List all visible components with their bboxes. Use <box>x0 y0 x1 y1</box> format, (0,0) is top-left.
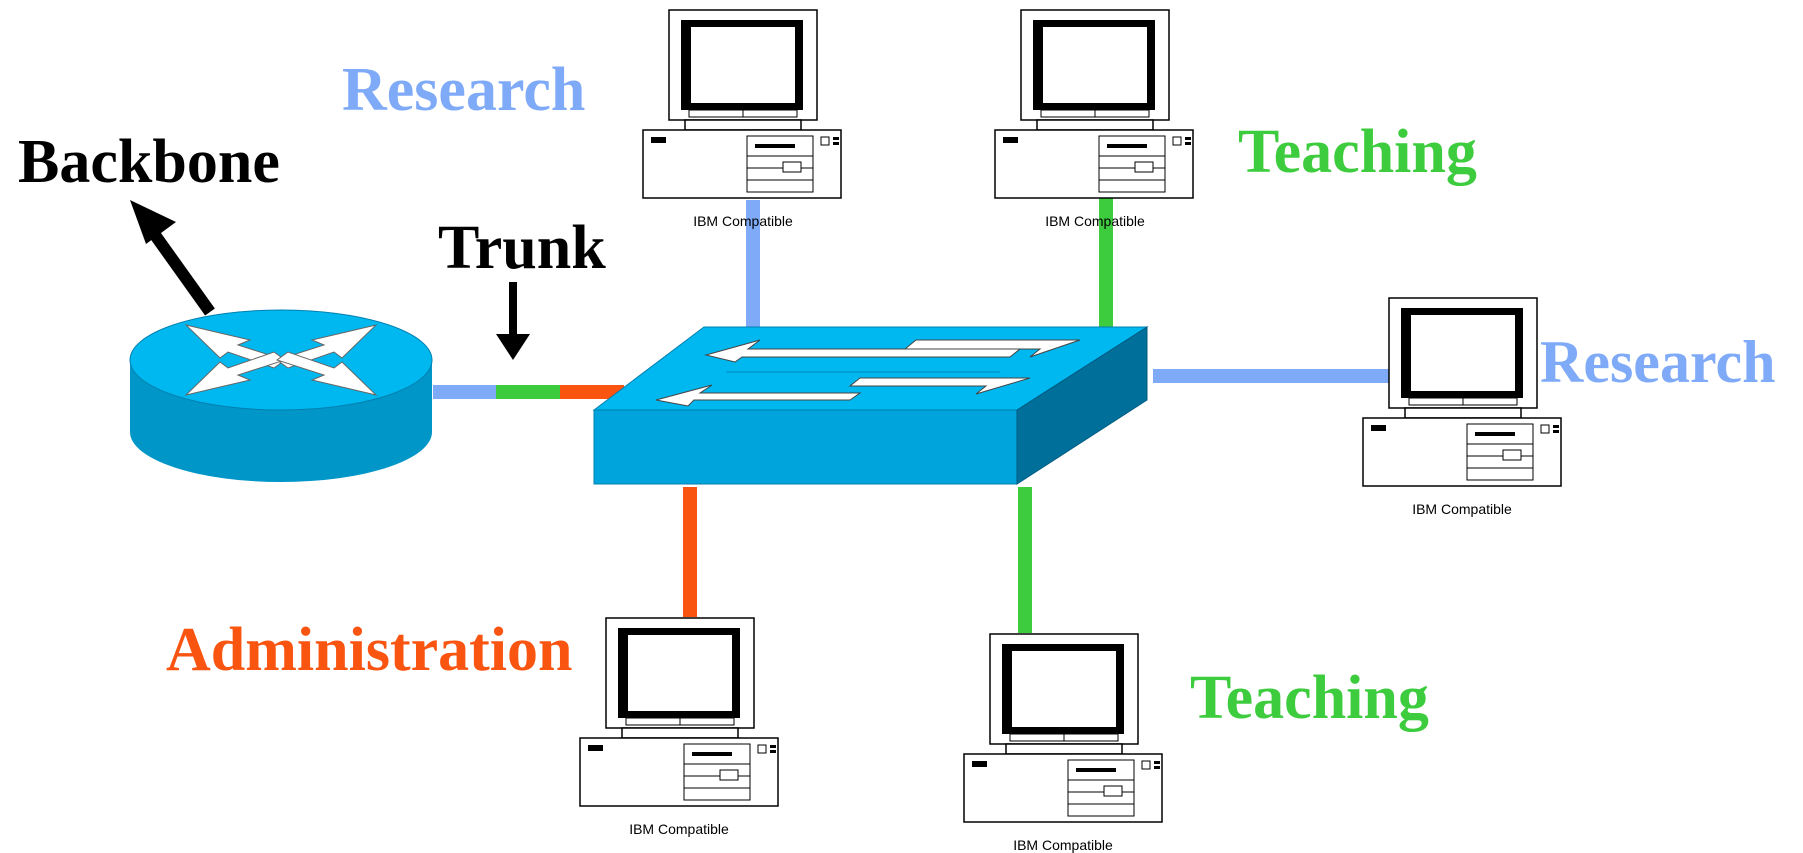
switch-icon <box>592 326 1149 485</box>
trunk-arrow-icon <box>496 282 530 360</box>
administration-pc-caption: IBM Compatible <box>629 821 729 837</box>
teaching-bottom-label: Teaching <box>1190 664 1429 732</box>
backbone-arrow-icon <box>130 200 215 316</box>
teaching-top-label: Teaching <box>1238 118 1477 186</box>
teaching-bottom-pc-caption: IBM Compatible <box>1013 837 1113 853</box>
computer-icon <box>1362 297 1562 487</box>
teaching-top-pc-caption: IBM Compatible <box>1045 213 1145 229</box>
backbone-label: Backbone <box>18 128 280 196</box>
research-right-pc-caption: IBM Compatible <box>1412 501 1512 517</box>
computer-icon <box>579 617 779 807</box>
computer-icon <box>994 9 1194 199</box>
computer-icon <box>963 633 1163 823</box>
research-right-label: Research <box>1540 329 1776 395</box>
administration-label: Administration <box>166 616 572 684</box>
trunk-label: Trunk <box>438 214 606 282</box>
research-top-label: Research <box>342 56 585 124</box>
router-icon <box>129 309 433 482</box>
research-top-pc-caption: IBM Compatible <box>693 213 793 229</box>
computer-icon <box>642 9 842 199</box>
